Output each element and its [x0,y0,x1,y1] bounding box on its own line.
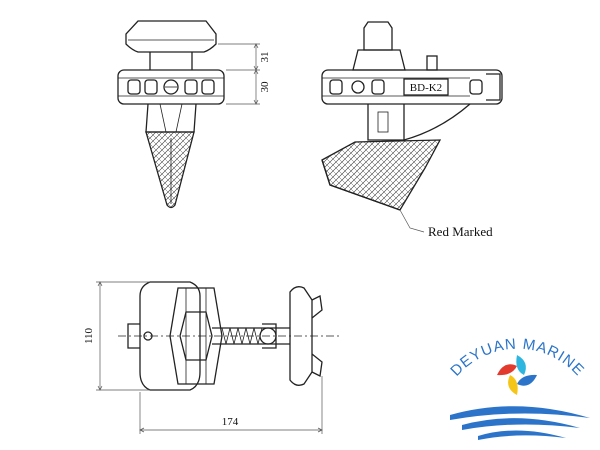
dim-width-label: 174 [222,416,239,428]
logo-emblem [497,355,537,395]
model-tag-label: BD-K2 [410,82,442,94]
side-view: BD-K2 Red Marked [321,21,503,239]
front-view: 31 30 [117,20,271,209]
dim-lower-label: 30 [259,81,271,93]
red-marked-callout: Red Marked [428,224,493,239]
dim-height-label: 110 [83,327,95,344]
model-tag-box [403,78,449,96]
top-view: 110 174 [83,281,340,434]
dim-upper-label: 31 [259,52,271,63]
company-logo: DEYUAN MARINE [447,336,590,440]
